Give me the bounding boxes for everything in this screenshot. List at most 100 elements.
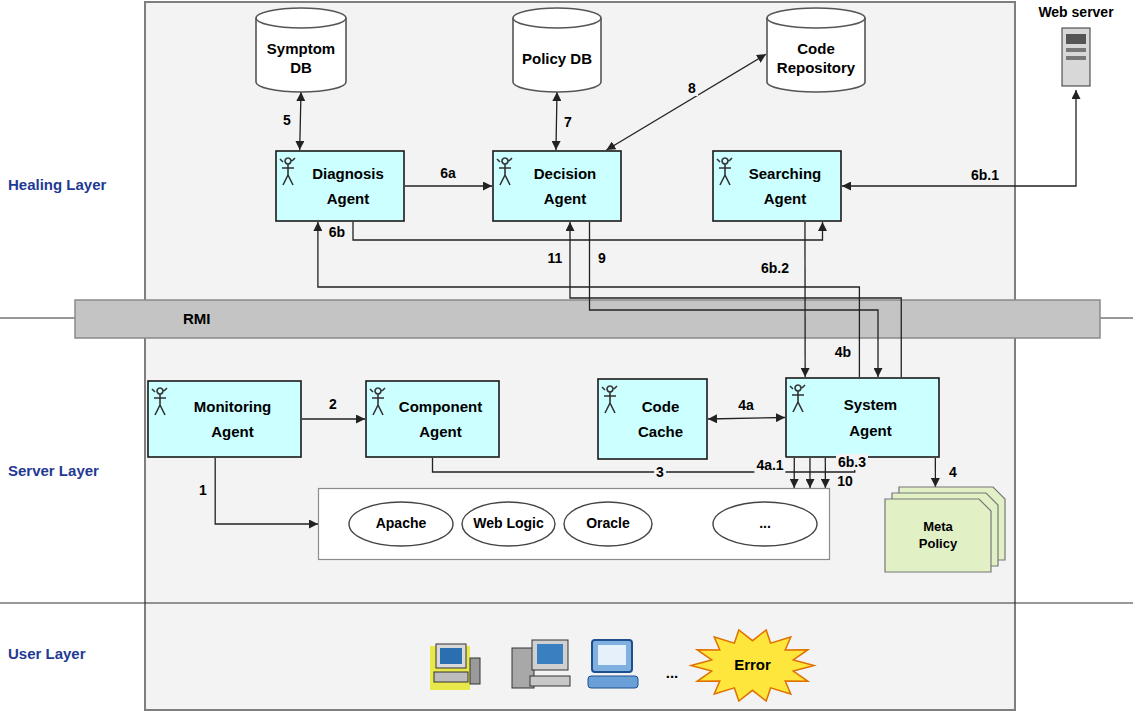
label-anchor: Server Layer [8, 462, 99, 479]
agent-figure [790, 385, 805, 412]
label-anchor: Healing Layer [8, 176, 106, 193]
agent-box-outline [712, 150, 842, 222]
keyboard [434, 672, 468, 682]
connector-arrow [809, 458, 810, 488]
agent-rect [713, 151, 841, 221]
rmi-band: RMI [75, 300, 1100, 338]
node-text: Policy DB [522, 50, 592, 69]
callout-number: 4a.1 [754, 457, 785, 473]
text-holder: Web Logic [461, 501, 556, 547]
burst-shape [691, 630, 814, 701]
edge-label-anchor: 6b.3 [836, 454, 868, 470]
layer-label: User Layer [8, 645, 86, 662]
text-holder: Apache [348, 501, 454, 547]
edge-label-anchor: 4a.1 [754, 457, 785, 473]
agent-box-outline [365, 380, 500, 458]
error-burst: Error [690, 628, 815, 703]
server-app-ellipse: Web Logic [461, 501, 556, 547]
callout-number: 3 [654, 464, 666, 480]
callout-number: 6b.1 [969, 167, 1001, 183]
node-text: RMI [183, 310, 211, 329]
server-icon [1056, 26, 1096, 88]
connector-arrow [708, 418, 785, 420]
database-cylinder: Symptom DB [255, 8, 347, 92]
node-text: Symptom DB [267, 40, 335, 78]
edge-label-anchor: 6a [438, 165, 458, 181]
agent-box-outline [597, 378, 708, 460]
agent-box: Component Agent [365, 380, 500, 458]
app-ellipse [564, 502, 652, 546]
connector-arrow [935, 458, 936, 487]
server-app-ellipse: ... [712, 501, 818, 547]
screen [440, 648, 462, 664]
agent-figure-icon [789, 383, 807, 415]
screen [537, 644, 563, 664]
database-cylinder: Code Repository [766, 8, 866, 92]
connector-arrow [433, 458, 855, 472]
server-app-ellipse: Oracle [563, 501, 653, 547]
agent-box: Diagnosis Agent [275, 150, 405, 222]
text-holder: ... [712, 501, 818, 547]
edge-label-anchor: 1 [197, 482, 209, 498]
text-holder: Decision Agent [492, 150, 622, 222]
cylinder-body [256, 8, 346, 92]
text-holder: Error [690, 628, 815, 703]
agent-box: Decision Agent [492, 150, 622, 222]
edge-label-anchor: 8 [686, 80, 698, 96]
screen [598, 645, 626, 665]
edge-label-anchor: 2 [327, 396, 339, 412]
agent-figure-icon [151, 386, 169, 418]
meta-policy-pages: Meta Policy [885, 487, 1005, 572]
web-server: Web server [1026, 4, 1126, 90]
label-anchor: ... [666, 664, 679, 681]
callout-number: 11 [546, 250, 565, 266]
agent-figure [152, 388, 167, 415]
text-holder: Diagnosis Agent [275, 150, 405, 222]
policy-page [885, 499, 991, 572]
agent-rect [786, 378, 939, 457]
agent-rect [493, 151, 621, 221]
agent-box-outline [275, 150, 405, 222]
callout-number: 5 [281, 112, 293, 128]
text-holder: Code Cache [597, 378, 708, 460]
app-ellipse [713, 502, 817, 546]
connector-arrow [804, 222, 806, 377]
callout-number: 2 [327, 396, 339, 412]
cylinder-rim [256, 18, 346, 28]
user-computer [588, 640, 638, 688]
agent-figure [370, 388, 385, 415]
node-text: System Agent [844, 392, 897, 443]
callout-number: 8 [686, 80, 698, 96]
node-text: Web server [1038, 4, 1113, 22]
database-cylinder: Policy DB [512, 8, 602, 92]
node-text: Component Agent [399, 394, 482, 445]
text-holder: Oracle [563, 501, 653, 547]
edge-label-anchor: 4a [736, 397, 756, 413]
server-apps-box: Apache Web LogicOracle... [318, 488, 830, 560]
connector-arrow [302, 418, 365, 419]
node-text: Searching Agent [749, 161, 822, 212]
system-frame [145, 2, 1015, 710]
layer-label: Server Layer [8, 462, 99, 479]
callout-number: 6b.2 [759, 260, 791, 276]
agent-box: System Agent [785, 377, 940, 458]
agent-box-outline [492, 150, 622, 222]
ellipsis-text: ... [666, 664, 679, 681]
node-text: Monitoring Agent [194, 394, 271, 445]
callout-number: 10 [835, 473, 855, 489]
edge-label-anchor: 9 [596, 250, 608, 266]
text-holder: Searching Agent [712, 150, 842, 222]
agent-rect [366, 381, 499, 457]
layer-divider [0, 317, 75, 318]
user-computer [512, 640, 570, 688]
edge-label-anchor: 11 [546, 250, 565, 266]
keyboard [588, 676, 638, 688]
edge-label-anchor: 5 [281, 112, 293, 128]
node-text: Apache [376, 515, 427, 533]
apps-rect [319, 489, 830, 560]
agent-figure [602, 386, 617, 413]
text-holder: Meta Policy [885, 487, 1005, 572]
